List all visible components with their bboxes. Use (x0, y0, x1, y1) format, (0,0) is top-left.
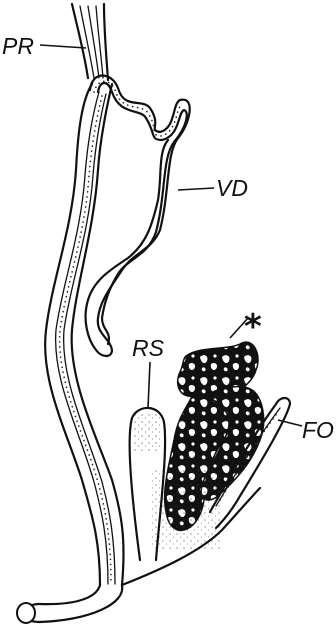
label-star: * (244, 307, 262, 347)
leader-rs (148, 362, 150, 408)
label-vd: VD (216, 175, 248, 201)
label-fo: FO (302, 417, 334, 443)
genital-atrium (40, 470, 260, 622)
genital-pore (17, 603, 40, 623)
label-rs: RS (132, 335, 165, 361)
penis-retractor (72, 4, 108, 80)
leader-pr (40, 45, 86, 48)
label-pr: PR (2, 33, 34, 59)
label-leaders (40, 45, 302, 426)
leader-vd (178, 188, 214, 190)
penis-tube (45, 84, 123, 585)
